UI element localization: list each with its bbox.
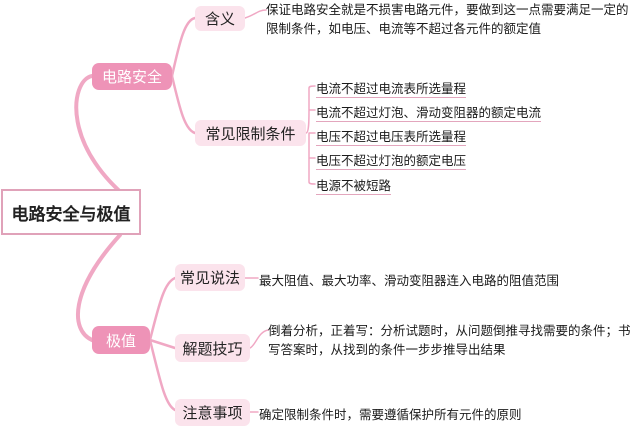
- topic-meaning: 含义: [195, 6, 245, 31]
- limit-item: 电压不超过电压表所选量程: [316, 126, 467, 146]
- link-safety-meaning: [170, 16, 197, 78]
- branch-extreme-value: 极值: [92, 326, 150, 354]
- meaning-text: 保证电路安全就是不损害电路元件，要做到这一点需要满足一定的限制条件，如电压、电流…: [266, 2, 629, 36]
- link-meaning-text: [244, 9, 267, 19]
- common-phrases-text: 最大阻值、最大功率、滑动变阻器连入电路的阻值范围: [259, 273, 560, 288]
- link-root-safety: [74, 74, 141, 209]
- limit-item: 电源不被短路: [316, 175, 392, 195]
- limit-item: 电流不超过电流表所选量程: [316, 78, 467, 98]
- limit-item: 电压不超过灯泡的额定电压: [316, 150, 467, 170]
- topic-common-phrases: 常见说法: [175, 264, 245, 291]
- branch-circuit-safety: 电路安全: [92, 63, 172, 90]
- limit-item: 电流不超过灯泡、滑动变阻器的额定电流: [316, 102, 542, 122]
- link-extreme-tips: [148, 338, 177, 350]
- link-extreme-common: [148, 276, 177, 342]
- topic-precautions: 注意事项: [175, 399, 250, 426]
- precautions-text: 确定限制条件时，需要遵循保护所有元件的原则: [259, 407, 522, 422]
- link-extreme-notes: [148, 338, 177, 412]
- link-limits-bracket: [305, 85, 316, 185]
- root-topic: 电路安全与极值: [1, 189, 141, 235]
- link-safety-limits: [170, 74, 197, 135]
- link-tips-text: [249, 329, 269, 349]
- topic-common-limits: 常见限制条件: [195, 120, 306, 146]
- topic-solving-tips: 解题技巧: [175, 334, 250, 362]
- solving-tips-text: 倒着分析，正着写：分析试题时，从问题倒推寻找需要的条件；书写答案时，从找到的条件…: [268, 323, 631, 357]
- link-root-extreme: [75, 233, 122, 342]
